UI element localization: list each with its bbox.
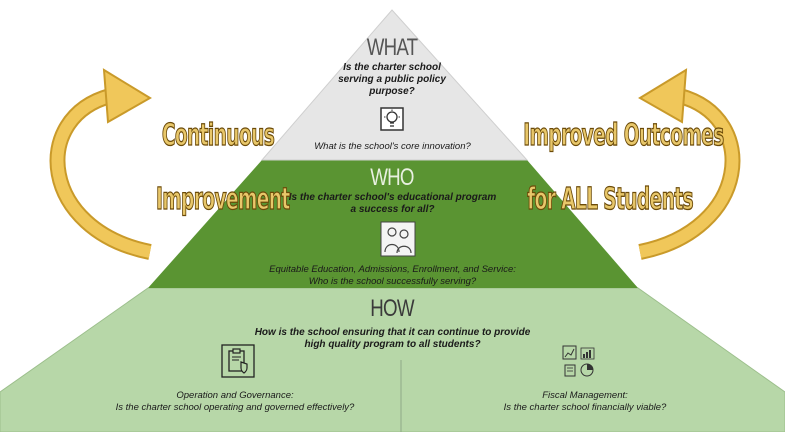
- fiscal-management-title: Fiscal Management:: [542, 390, 628, 401]
- students-icon: [380, 221, 416, 257]
- operation-governance-title: Operation and Governance:: [176, 390, 294, 401]
- who-title: WHO: [370, 164, 414, 191]
- what-question: Is the charter school serving a public p…: [338, 62, 446, 97]
- left-cycle-arrow: [49, 68, 152, 260]
- for-all-students-label: for ALL Students: [527, 181, 694, 217]
- lightbulb-icon: [380, 107, 404, 131]
- who-subtext-line2: Who is the school successfully serving?: [308, 276, 477, 287]
- right-cycle-arrow: [638, 68, 741, 260]
- how-question: How is the school ensuring that it can c…: [254, 327, 531, 350]
- finance-charts-icon: [562, 345, 595, 377]
- what-title: WHAT: [366, 34, 418, 61]
- clipboard-shield-icon: [221, 344, 255, 378]
- what-subtext: What is the school's core innovation?: [314, 141, 471, 152]
- operation-governance-question: Is the charter school operating and gove…: [115, 402, 355, 413]
- improvement-label: Improvement: [156, 181, 291, 217]
- fiscal-management-question: Is the charter school financially viable…: [503, 402, 667, 413]
- continuous-label: Continuous: [161, 117, 275, 153]
- who-question: Is the charter school's educational prog…: [288, 192, 497, 215]
- improved-outcomes-label: Improved Outcomes: [523, 117, 725, 153]
- how-title: HOW: [370, 295, 414, 322]
- who-subtext-line1: Equitable Education, Admissions, Enrollm…: [269, 264, 516, 275]
- what-tier: [260, 9, 529, 161]
